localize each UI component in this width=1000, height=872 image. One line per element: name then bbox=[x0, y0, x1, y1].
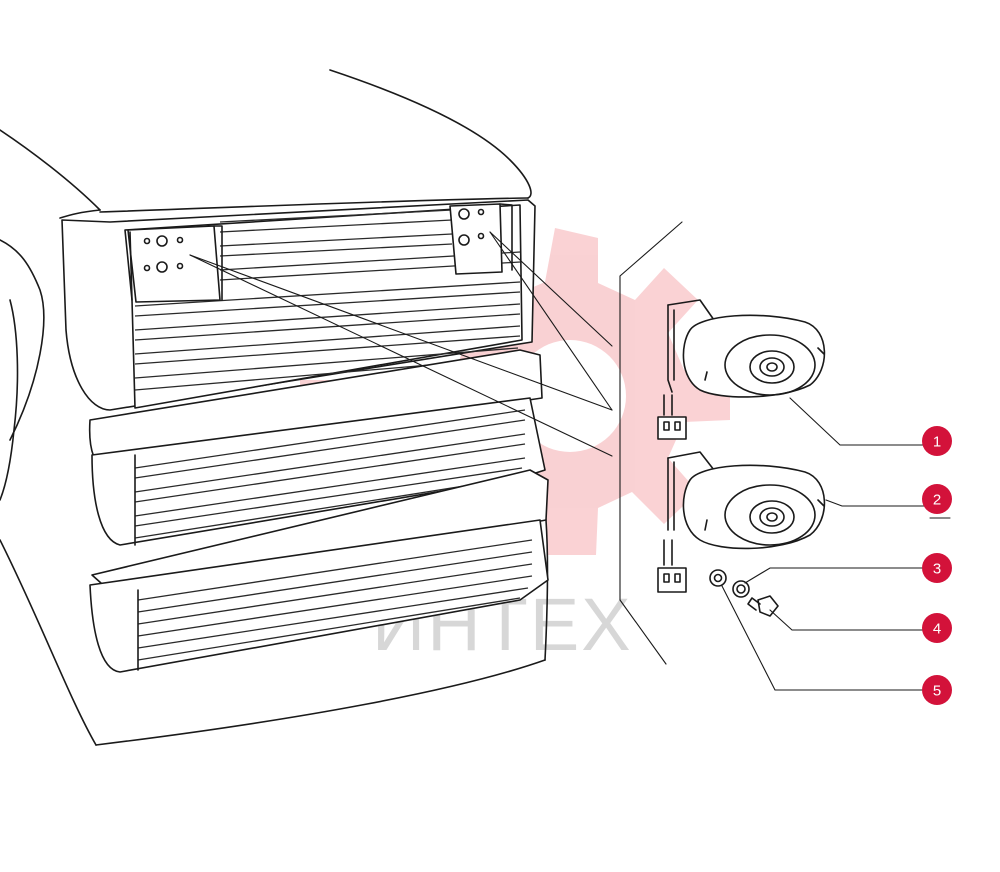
callout-circle bbox=[922, 553, 952, 583]
callout-label: 3 bbox=[933, 561, 941, 578]
leader-lines bbox=[189, 221, 683, 665]
left-bracket bbox=[127, 225, 223, 303]
callout-label: 5 bbox=[933, 683, 941, 700]
washer bbox=[709, 569, 727, 587]
callout-circle bbox=[922, 484, 952, 514]
callout-circle bbox=[922, 426, 952, 456]
callout-3[interactable]: 3 bbox=[922, 553, 952, 583]
callout-circle bbox=[922, 675, 952, 705]
callout-2[interactable]: 2 bbox=[922, 484, 952, 514]
bottom-grille-slats bbox=[137, 539, 533, 661]
callout-label: 1 bbox=[933, 434, 941, 451]
right-bracket bbox=[449, 203, 513, 275]
callout-leaders bbox=[721, 397, 951, 691]
turn-signal-lamp-lower bbox=[657, 451, 826, 593]
callout-4[interactable]: 4 bbox=[922, 613, 952, 643]
turn-signal-lamp-upper bbox=[657, 299, 826, 440]
bolt bbox=[747, 595, 779, 617]
callout-circle bbox=[922, 613, 952, 643]
callout-label: 2 bbox=[933, 492, 941, 509]
callout-5[interactable]: 5 bbox=[922, 675, 952, 705]
nut bbox=[732, 580, 750, 598]
tractor-front bbox=[0, 69, 549, 746]
callout-1[interactable]: 1 bbox=[922, 426, 952, 456]
callout-label: 4 bbox=[933, 621, 941, 638]
middle-grille-slats bbox=[134, 409, 526, 539]
callout-badges: 1 2 3 4 5 bbox=[922, 426, 952, 705]
